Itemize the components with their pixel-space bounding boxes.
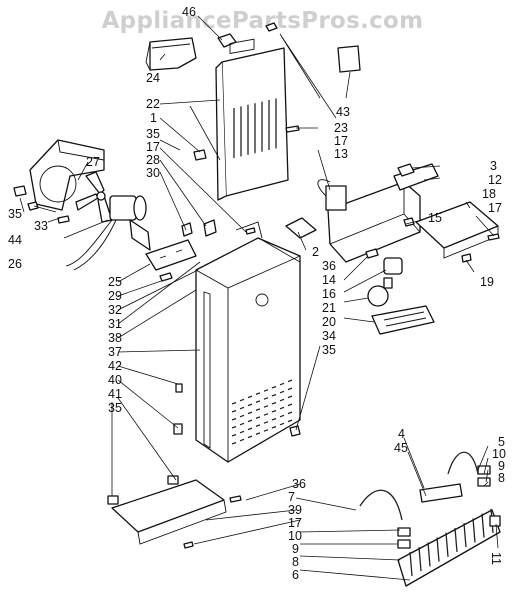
callout-23: 23 (334, 121, 348, 135)
callout-33: 33 (34, 219, 48, 233)
light-shield-part[interactable] (371, 305, 435, 335)
callout-8-a: 8 (498, 471, 505, 485)
callout-46: 46 (182, 5, 196, 19)
leader-lines (19, 15, 499, 581)
clip-part[interactable] (217, 33, 237, 48)
screw-part[interactable] (265, 22, 278, 32)
callout-14: 14 (322, 273, 336, 287)
callout-19: 19 (480, 275, 494, 289)
callout-1: 1 (150, 111, 157, 125)
callout-35-d: 35 (322, 343, 336, 357)
callout-3: 3 (490, 159, 497, 173)
fittings-part[interactable] (397, 465, 501, 549)
callout-13: 13 (334, 147, 348, 161)
callout-4: 4 (398, 427, 405, 441)
callout-36-b: 36 (292, 477, 306, 491)
cabinet-back-panel-part[interactable] (195, 221, 301, 463)
fastener-screws-part[interactable] (13, 125, 500, 549)
callout-32: 32 (108, 303, 122, 317)
callout-29: 29 (108, 289, 122, 303)
callout-35-b: 35 (8, 207, 22, 221)
callout-38: 38 (108, 331, 122, 345)
condenser-coil-part[interactable] (397, 508, 501, 587)
light-bulb-part[interactable] (367, 277, 393, 307)
callout-27: 27 (86, 155, 100, 169)
callout-31: 31 (108, 317, 122, 331)
control-bracket-part[interactable] (393, 163, 439, 191)
callout-40: 40 (108, 373, 122, 387)
drain-pan-part[interactable] (107, 475, 227, 545)
callout-22: 22 (146, 97, 160, 111)
callout-6: 6 (292, 568, 299, 582)
callout-10-b: 10 (288, 529, 302, 543)
light-socket-part[interactable] (383, 257, 403, 275)
motor-bracket-part[interactable] (145, 239, 197, 271)
callout-11: 11 (489, 552, 503, 565)
callout-16: 16 (322, 287, 336, 301)
callout-17-c: 17 (488, 201, 502, 215)
wire-connector-part[interactable] (285, 217, 317, 239)
callout-7: 7 (288, 490, 295, 504)
callout-36-a: 36 (322, 259, 336, 273)
callout-labels: 46 24 22 1 35 17 28 30 43 23 17 13 27 35… (8, 5, 506, 582)
callout-24: 24 (146, 71, 160, 85)
fan-blade-part[interactable] (75, 171, 113, 223)
top-shroud-part[interactable] (145, 37, 197, 71)
callout-45: 45 (394, 441, 408, 455)
callout-2: 2 (312, 245, 319, 259)
callout-41: 41 (108, 387, 122, 401)
callout-21: 21 (322, 301, 336, 315)
callout-20: 20 (322, 315, 336, 329)
fan-motor-part[interactable] (65, 195, 151, 271)
callout-37: 37 (108, 345, 122, 359)
callout-17-b: 17 (334, 134, 348, 148)
tube-part[interactable] (359, 451, 479, 521)
callout-25: 25 (108, 275, 122, 289)
retainer-clip-part[interactable] (181, 219, 217, 237)
watermark: AppliancePartsPros.com (101, 8, 424, 34)
callout-9-a: 9 (498, 459, 505, 473)
callout-28: 28 (146, 153, 160, 167)
rear-upper-panel-part[interactable] (215, 38, 289, 201)
fan-shroud-part[interactable] (29, 139, 105, 211)
dryer-part[interactable] (419, 483, 463, 503)
connector-part[interactable] (397, 163, 415, 177)
callout-15: 15 (428, 211, 442, 225)
callout-5: 5 (498, 435, 505, 449)
cover-part[interactable] (415, 201, 499, 259)
callout-35-a: 35 (146, 127, 160, 141)
callout-18: 18 (482, 187, 496, 201)
small-panel-part[interactable] (337, 45, 361, 73)
callout-42: 42 (108, 359, 122, 373)
callout-30: 30 (146, 166, 160, 180)
callout-10-a: 10 (492, 447, 506, 461)
callout-44: 44 (8, 233, 22, 247)
callout-9-b: 9 (292, 542, 299, 556)
callout-34: 34 (322, 329, 336, 343)
callout-43: 43 (336, 105, 350, 119)
callout-12: 12 (488, 173, 502, 187)
timer-part[interactable] (317, 179, 347, 211)
callout-8-b: 8 (292, 555, 299, 569)
callout-35-c: 35 (108, 401, 122, 415)
callout-17-d: 17 (288, 516, 302, 530)
callout-39: 39 (288, 503, 302, 517)
callout-26: 26 (8, 257, 22, 271)
callout-17-a: 17 (146, 140, 160, 154)
